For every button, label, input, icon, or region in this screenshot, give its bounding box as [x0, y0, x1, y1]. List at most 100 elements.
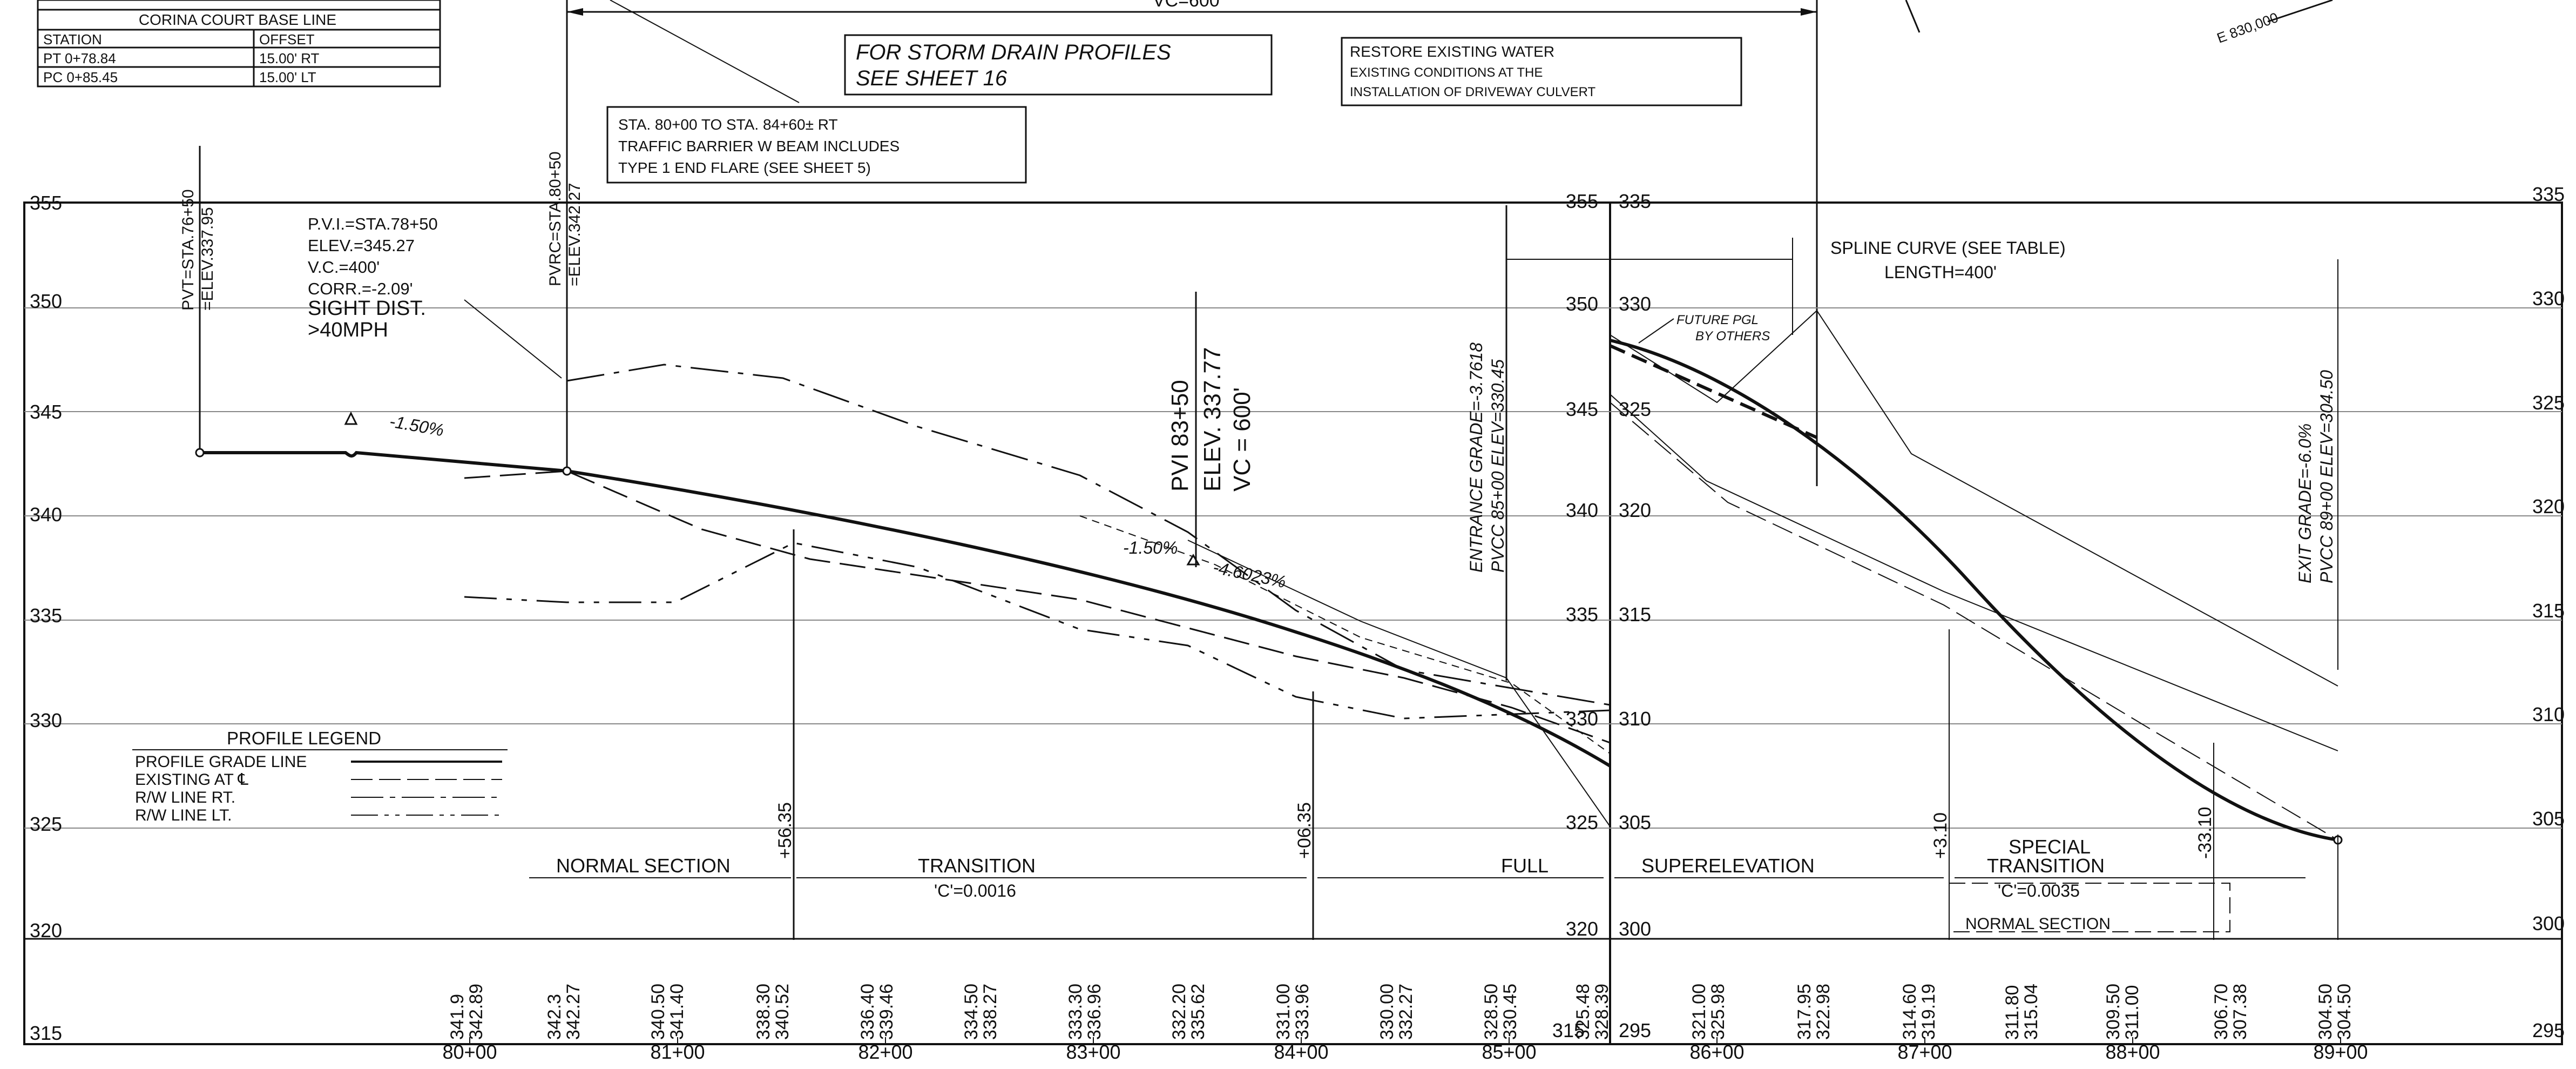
- pvt-line-2: =ELEV.337.95: [199, 207, 217, 311]
- table-header-offset: OFFSET: [259, 31, 315, 48]
- axis-label: 355: [30, 192, 62, 214]
- transition: TRANSITION: [918, 855, 1036, 877]
- transition-c: 'C'=0.0016: [934, 881, 1016, 900]
- superelevation: SUPERELEVATION: [1641, 855, 1815, 877]
- left-profile-lines: [200, 299, 1611, 827]
- elev-grade: 338.27: [980, 984, 1000, 1040]
- future-pgl-line-2: BY OTHERS: [1695, 329, 1770, 344]
- restore-line-1: RESTORE EXISTING WATER: [1350, 43, 1554, 60]
- sta-06: +06.35: [1294, 802, 1315, 859]
- axis-label: 340: [30, 503, 62, 526]
- elev-existing: 332.20: [1169, 984, 1189, 1040]
- restore-note: RESTORE EXISTING WATER EXISTING CONDITIO…: [1341, 37, 1742, 106]
- future-pgl-label: FUTURE PGL BY OTHERS: [1638, 313, 1770, 344]
- pvrc-line-2: =ELEV.342.27: [566, 183, 584, 286]
- table-cell-station-1: PT 0+78.84: [43, 50, 116, 66]
- elev-existing: 336.40: [857, 984, 878, 1040]
- legend-item-2: EXISTING AT ℄: [135, 771, 249, 789]
- station-label: 83+00: [1066, 1041, 1120, 1063]
- storm-drain-line-1: FOR STORM DRAIN PROFILES: [856, 41, 1171, 64]
- left-elevation-axis: 355 350 345 340 335 330 325 320 315: [30, 192, 62, 1044]
- axis-label: 320: [2532, 495, 2565, 517]
- entrance-line-1: ENTRANCE GRADE=-3.7618: [1466, 342, 1486, 573]
- axis-label: 325: [1566, 811, 1598, 833]
- traffic-barrier-note: STA. 80+00 TO STA. 84+60± RT TRAFFIC BAR…: [606, 106, 1027, 184]
- axis-label: 295: [1619, 1019, 1651, 1041]
- axis-label: 320: [1619, 499, 1651, 521]
- elevation-pairs: 341.9 342.89 342.3 342.27 340.50 341.40 …: [447, 984, 2355, 1040]
- pvi2-line-3: VC = 600': [1229, 387, 1255, 492]
- elev-existing: 340.50: [648, 984, 668, 1040]
- elev-grade: 330.45: [1500, 984, 1520, 1040]
- barrier-line-3: TYPE 1 END FLARE (SEE SHEET 5): [618, 159, 871, 176]
- elev-existing: 331.00: [1273, 984, 1294, 1040]
- elev-grade: 307.38: [2230, 984, 2250, 1040]
- elev-grade: 332.27: [1396, 984, 1416, 1040]
- pvt-line-1: PVT=STA.76+50: [179, 189, 197, 311]
- pvi1-line-1: P.V.I.=STA.78+50: [308, 214, 438, 233]
- exit-label: EXIT GRADE=-6.0% PVCC 89+00 ELEV=304.50: [2295, 370, 2336, 583]
- station-label: 89+00: [2313, 1041, 2368, 1063]
- axis-label: 315: [2532, 600, 2565, 622]
- axis-label: 350: [1566, 293, 1598, 315]
- pvi1-label: P.V.I.=STA.78+50 ELEV.=345.27 V.C.=400' …: [308, 214, 438, 341]
- axis-label: 295: [2532, 1019, 2565, 1041]
- legend-item-4: R/W LINE LT.: [135, 806, 232, 824]
- base-line-table: CORINA COURT BASE LINE STATION OFFSET PT…: [37, 0, 441, 88]
- elev-existing: 334.50: [961, 984, 982, 1040]
- storm-drain-note: FOR STORM DRAIN PROFILES SEE SHEET 16: [844, 34, 1273, 96]
- axis-label: 305: [2532, 808, 2565, 830]
- elev-existing: 314.60: [1899, 984, 1920, 1040]
- elev-grade: 335.62: [1188, 984, 1208, 1040]
- station-label: 88+00: [2105, 1041, 2160, 1063]
- right-profile-lines: [1609, 259, 2343, 940]
- spline-profile: [1610, 339, 2338, 842]
- station-label: 85+00: [1482, 1041, 1536, 1063]
- pvi2-label: PVI 83+50 ELEV. 337.77 VC = 600': [1167, 347, 1255, 492]
- axis-label: 345: [30, 401, 62, 423]
- axis-label: 325: [30, 813, 62, 835]
- elev-grade: 328.39: [1592, 984, 1612, 1040]
- axis-label: 310: [1619, 708, 1651, 730]
- elev-grade: 342.89: [466, 984, 486, 1040]
- axis-label: 335: [2532, 183, 2565, 205]
- elev-grade: 311.00: [2122, 985, 2142, 1040]
- elev-existing: 321.00: [1689, 984, 1709, 1040]
- elev-grade: 319.19: [1918, 984, 1939, 1040]
- axis-label: 300: [1619, 918, 1651, 940]
- table-cell-offset-2: 15.00' LT: [259, 69, 316, 85]
- elev-grade: 325.98: [1708, 984, 1728, 1040]
- pvi1-line-2: ELEV.=345.27: [308, 236, 415, 255]
- exit-line-1: EXIT GRADE=-6.0%: [2295, 423, 2315, 583]
- entrance-line-2: PVCC 85+00 ELEV=330.45: [1488, 359, 1507, 573]
- elev-existing: 341.9: [447, 994, 468, 1040]
- axis-label: 305: [1619, 811, 1651, 833]
- station-axis: 80+00 81+00 82+00 83+00 84+00 85+00 86+0…: [442, 1041, 2368, 1063]
- left-station-markers: [195, 146, 1793, 940]
- restore-line-3: INSTALLATION OF DRIVEWAY CULVERT: [1350, 85, 1596, 99]
- axis-label: 330: [30, 709, 62, 731]
- top-dimension-label: VC=600': [1153, 0, 1223, 11]
- elev-existing: 328.50: [1481, 984, 1502, 1040]
- special: SPECIAL: [2009, 836, 2091, 858]
- pvi2-line-2: ELEV. 337.77: [1199, 347, 1226, 492]
- grade-mid: -1.50%: [1123, 538, 1178, 557]
- axis-label: 330: [2532, 287, 2565, 310]
- axis-label: 310: [2532, 703, 2565, 725]
- axis-label: 335: [1619, 190, 1651, 212]
- elev-existing: 317.95: [1794, 984, 1815, 1040]
- axis-label: 355: [1566, 190, 1598, 212]
- elev-existing: 325.48: [1573, 984, 1593, 1040]
- elev-existing: 311.80: [2002, 985, 2023, 1040]
- entrance-label: ENTRANCE GRADE=-3.7618 PVCC 85+00 ELEV=3…: [1466, 342, 1507, 573]
- elev-grade: 342.27: [563, 984, 584, 1040]
- elev-grade: 322.98: [1813, 984, 1834, 1040]
- special-transition: TRANSITION: [1987, 855, 2105, 877]
- pvrc-label: PVRC=STA.80+50 =ELEV.342.27: [546, 151, 584, 286]
- elev-existing: 304.50: [2315, 984, 2336, 1040]
- restore-line-2: EXISTING CONDITIONS AT THE: [1350, 65, 1543, 80]
- profile-grid: [23, 201, 2563, 1045]
- exit-line-2: PVCC 89+00 ELEV=304.50: [2317, 370, 2336, 583]
- full: FULL: [1501, 855, 1549, 877]
- elev-grade: 339.46: [876, 984, 897, 1040]
